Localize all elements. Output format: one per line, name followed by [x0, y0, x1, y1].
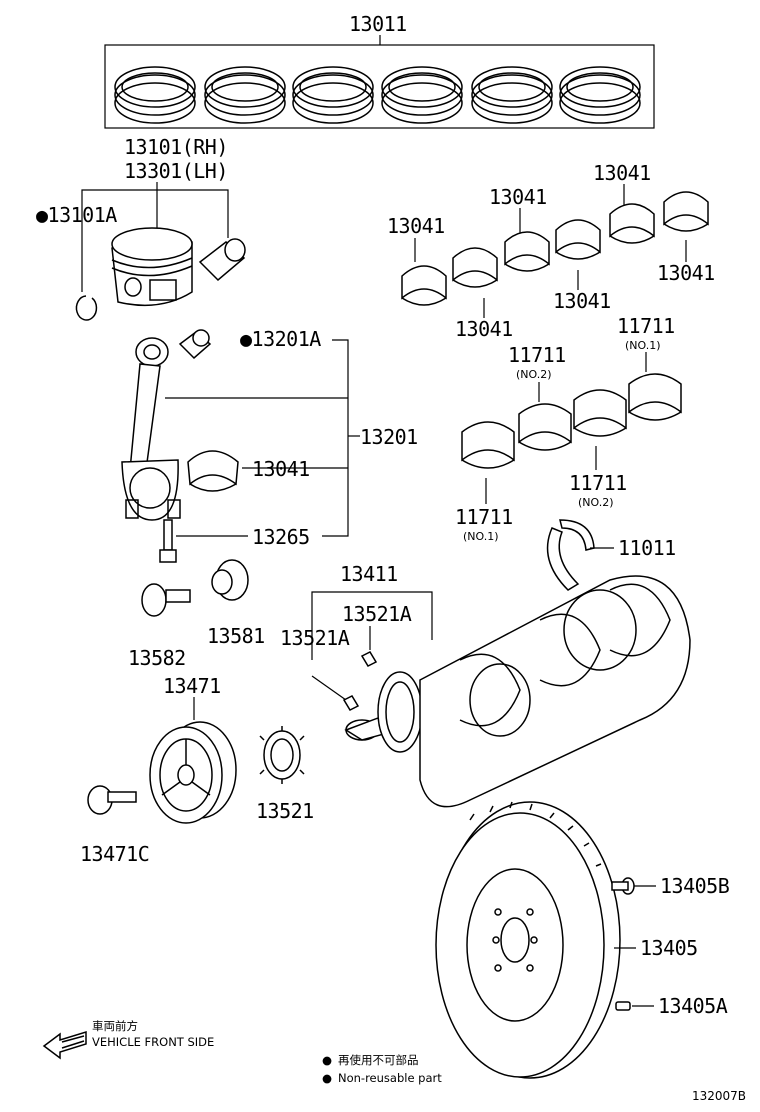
- crankshaft-pulley-illustration: [149, 721, 237, 824]
- label-13471[interactable]: 13471: [163, 674, 221, 698]
- piston-illustration: [111, 227, 193, 307]
- piston-pin-illustration: [198, 238, 246, 282]
- piston-ring-set-box: [104, 44, 655, 129]
- main-bearings-lower-illustration: [461, 373, 682, 469]
- label-11711-b[interactable]: 11711: [508, 343, 566, 367]
- pulley-bolt-illustration: [87, 785, 137, 815]
- label-11011[interactable]: 11011: [618, 536, 676, 560]
- connecting-rod-group: ●13201A 13201 13041 13265: [121, 327, 418, 563]
- timing-gear-illustration: [259, 726, 305, 784]
- label-13471c[interactable]: 13471C: [80, 842, 150, 866]
- label-13041-a[interactable]: 13041: [387, 214, 445, 238]
- front-arrow-icon: [42, 1030, 87, 1060]
- label-13265[interactable]: 13265: [252, 525, 310, 549]
- thrust-washer-illustration: [546, 519, 595, 591]
- label-13301-lh[interactable]: 13301(LH): [124, 159, 228, 183]
- piston-group: 13101(RH) 13301(LH) ●13101A: [36, 135, 246, 321]
- label-13581[interactable]: 13581: [207, 624, 265, 648]
- label-13011[interactable]: 13011: [349, 12, 407, 36]
- label-13521a-b[interactable]: 13521A: [280, 626, 350, 650]
- timing-gear-group: 13521: [256, 726, 314, 823]
- label-11711-a[interactable]: 11711: [617, 314, 675, 338]
- label-13405b[interactable]: 13405B: [660, 874, 730, 898]
- label-13582[interactable]: 13582: [128, 646, 186, 670]
- flywheel-group: 13405B 13405 13405A: [435, 801, 730, 1079]
- piston-rings-illustration: [114, 66, 641, 124]
- label-13041-d[interactable]: 13041: [455, 317, 513, 341]
- nonreuse-label-jp: 再使用不可部品: [338, 1053, 419, 1067]
- label-13405a[interactable]: 13405A: [658, 994, 728, 1018]
- label-13405[interactable]: 13405: [640, 936, 698, 960]
- rod-bearing-illustration: [187, 450, 239, 492]
- main-bearings-upper-illustration: [401, 191, 709, 306]
- nonreuse-bullet-2: ●: [322, 1071, 332, 1085]
- vehicle-front-label-jp: 車両前方: [92, 1019, 138, 1033]
- main-bearing-lower-group: 11711 (NO.1) 11711 (NO.2) 11711 (NO.2) 1…: [455, 314, 682, 543]
- main-bearing-upper-group: 13041 13041 13041 13041 13041 13041: [387, 161, 715, 341]
- label-13041-b[interactable]: 13041: [489, 185, 547, 209]
- piston-ring-set-group: 13011: [104, 12, 655, 129]
- crank-bolt-group: 13582 13581: [128, 559, 265, 670]
- crank-bolt-illustration: [141, 583, 191, 617]
- nonreuse-label-en: Non-reusable part: [338, 1071, 442, 1085]
- crank-keys-illustration: [342, 651, 378, 711]
- label-11711-b-sub: (NO.2): [516, 368, 552, 381]
- small-end-bushing-illustration: [178, 329, 212, 360]
- pulley-group: 13471 13471C: [80, 674, 237, 866]
- label-13201a[interactable]: ●13201A: [240, 327, 322, 351]
- label-13411[interactable]: 13411: [340, 562, 398, 586]
- label-11711-a-sub: (NO.1): [625, 339, 661, 352]
- label-13101a[interactable]: ●13101A: [36, 203, 118, 227]
- diagram-code: 132007B: [692, 1089, 746, 1103]
- label-11711-c-sub: (NO.2): [578, 496, 614, 509]
- label-11711-c[interactable]: 11711: [569, 471, 627, 495]
- nonreuse-bullet-1: ●: [322, 1053, 332, 1067]
- label-13041-c[interactable]: 13041: [593, 161, 651, 185]
- vehicle-front-label-en: VEHICLE FRONT SIDE: [92, 1035, 214, 1049]
- snap-ring-illustration: [75, 295, 98, 321]
- label-13101-rh[interactable]: 13101(RH): [124, 135, 228, 159]
- label-13041-rod[interactable]: 13041: [252, 457, 310, 481]
- label-13041-f[interactable]: 13041: [657, 261, 715, 285]
- crankshaft-group: 13411 13521A 13521A: [280, 562, 691, 808]
- label-13521a-a[interactable]: 13521A: [342, 602, 412, 626]
- label-13041-e[interactable]: 13041: [553, 289, 611, 313]
- rod-bolt-illustration: [159, 519, 177, 563]
- crankshaft-illustration: [344, 575, 691, 808]
- label-13201[interactable]: 13201: [360, 425, 418, 449]
- connecting-rod-illustration: [121, 337, 181, 521]
- crank-gear-illustration: [377, 671, 423, 753]
- label-11711-d-sub: (NO.1): [463, 530, 499, 543]
- flywheel-bolt-illustration: [611, 877, 635, 895]
- label-13521[interactable]: 13521: [256, 799, 314, 823]
- legend-group: 車両前方 VEHICLE FRONT SIDE ● 再使用不可部品 ● Non-…: [42, 1019, 746, 1103]
- flywheel-illustration: [435, 801, 621, 1079]
- crank-washer-illustration: [211, 559, 249, 601]
- thrust-washer-group: 11011: [546, 519, 676, 591]
- label-11711-d[interactable]: 11711: [455, 505, 513, 529]
- flywheel-pin-illustration: [615, 1001, 631, 1011]
